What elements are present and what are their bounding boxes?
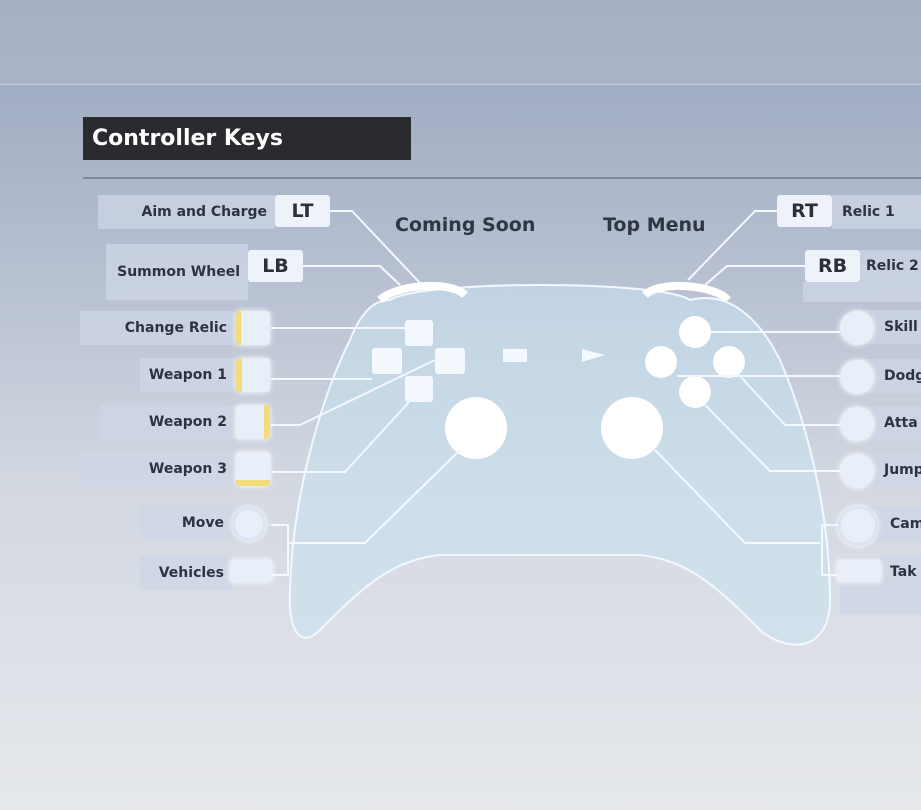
left-stick (445, 397, 507, 459)
right-stick-press-icon (837, 560, 881, 582)
right-stick-icon (838, 506, 878, 546)
weapon-1-label: Weapon 1 (140, 358, 235, 392)
relic-2-panel-base (803, 282, 860, 302)
left-stick-press-icon (230, 560, 272, 582)
a-button-icon (840, 454, 874, 488)
menu-button (582, 349, 605, 362)
dpad-icon (372, 320, 465, 402)
weapon-2-label: Weapon 2 (100, 405, 235, 439)
lt-key: LT (275, 195, 330, 227)
dpad-right-icon (236, 405, 270, 439)
y-button (679, 316, 711, 348)
rb-key: RB (805, 250, 860, 282)
y-button-icon (840, 311, 874, 345)
top-menu-label: Top Menu (603, 214, 706, 236)
divider (83, 177, 921, 179)
right-stick (601, 397, 663, 459)
x-button-icon (840, 360, 874, 394)
rt-key: RT (777, 195, 832, 227)
aim-charge-label: Aim and Charge (98, 195, 275, 229)
relic-1-label: Relic 1 (832, 195, 921, 229)
leader-lines (271, 210, 840, 576)
top-band (0, 0, 921, 85)
view-button (503, 349, 527, 362)
dpad-left-icon (236, 358, 270, 392)
summon-wheel-label: Summon Wheel (106, 244, 248, 300)
left-stick-icon (232, 507, 266, 541)
dpad-up-icon (236, 311, 270, 345)
a-button (679, 376, 711, 408)
b-button (713, 346, 745, 378)
lb-key: LB (248, 250, 303, 282)
relic-2-label: Relic 2 (860, 250, 921, 302)
rb-bumper (642, 281, 732, 304)
lb-bumper (377, 281, 468, 304)
page-title: Controller Keys (83, 117, 411, 160)
weapon-3-label: Weapon 3 (80, 452, 235, 486)
move-label: Move (140, 506, 232, 540)
b-button-icon (840, 407, 874, 441)
controller-body (288, 284, 832, 646)
vehicles-label: Vehicles (140, 556, 232, 590)
x-button (645, 346, 677, 378)
dpad-down-icon (236, 452, 270, 486)
coming-soon-label: Coming Soon (395, 214, 536, 236)
change-relic-label: Change Relic (80, 311, 235, 345)
